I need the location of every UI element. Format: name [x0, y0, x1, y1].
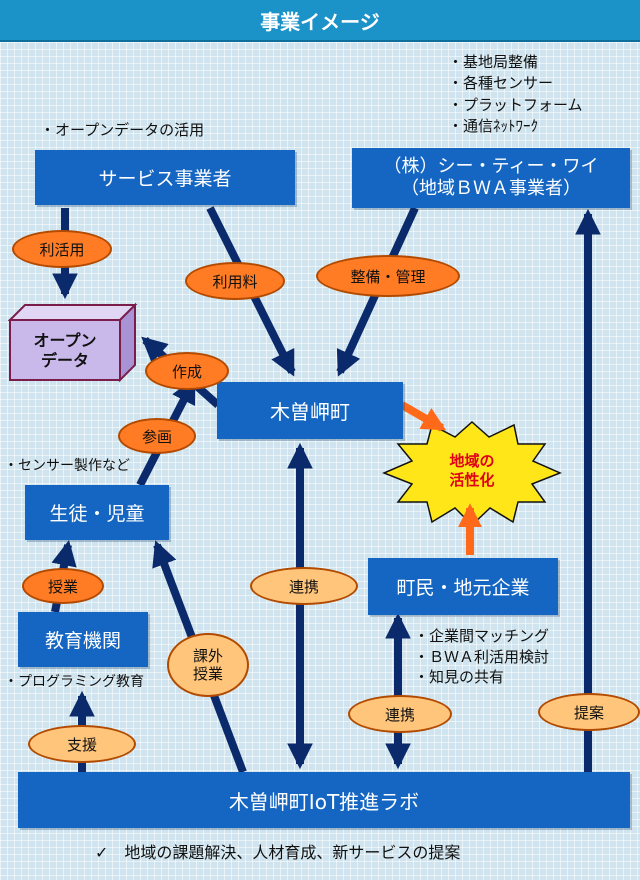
town-label: 木曽岬町: [270, 400, 350, 424]
service-provider-label: サービス事業者: [98, 168, 232, 190]
residents-box: 町民・地元企業: [368, 558, 558, 615]
revitalization-label: 地域の 活性化: [422, 452, 522, 490]
arrow-town-to-revitalization: [400, 401, 447, 432]
oval-extracurricular-line2: 授業: [192, 665, 223, 683]
cty-feature-item: ・プラットフォーム: [448, 95, 583, 114]
oval-usage-fee: 利用料: [185, 262, 285, 300]
programming-note: ・プログラミング教育: [4, 674, 144, 690]
open-data-label: オープン データ: [10, 322, 120, 380]
students-label: 生徒・児童: [49, 503, 145, 525]
iot-lab-label: 木曽岬町IoT推進ラボ: [228, 789, 420, 814]
oval-cooperation-right: 連携: [348, 695, 452, 733]
open-data-use-note: ・オープンデータの活用: [40, 121, 205, 139]
iot-lab-box: 木曽岬町IoT推進ラボ: [18, 772, 630, 828]
oval-use: 利活用: [12, 230, 112, 268]
revitalization-line2: 活性化: [449, 470, 495, 489]
residents-bullets: ・企業間マッチング ・ＢＷＡ利活用検討 ・知見の共有: [414, 626, 549, 688]
oval-creation: 作成: [145, 352, 229, 390]
cty-label-line1: （株）シー・ティー・ワイ: [383, 156, 599, 178]
cty-feature-item: ・各種センサー: [448, 74, 554, 93]
open-data-cube: [7, 302, 138, 383]
oval-maintenance: 整備・管理: [316, 255, 460, 297]
residents-bullet-item: ・ＢＷＡ利活用検討: [414, 647, 550, 666]
sensor-making-note: ・センサー製作など: [4, 458, 130, 474]
oval-extracurricular-line1: 課外: [192, 647, 223, 665]
oval-classes: 授業: [22, 568, 104, 604]
cty-feature-item: ・通信ﾈｯﾄﾜｰｸ: [448, 116, 539, 135]
cty-box: （株）シー・ティー・ワイ （地域ＢＷＡ事業者）: [352, 148, 630, 208]
town-box: 木曽岬町: [217, 382, 403, 439]
education-box: 教育機関: [18, 612, 148, 667]
residents-bullet-item: ・知見の共有: [414, 668, 505, 687]
service-provider-box: サービス事業者: [35, 150, 295, 205]
open-data-label-line1: オープン: [33, 331, 97, 350]
revitalization-line1: 地域の: [449, 452, 495, 470]
residents-bullet-item: ・企業間マッチング: [414, 627, 550, 645]
oval-proposal: 提案: [538, 693, 640, 731]
oval-cooperation-center: 連携: [250, 567, 358, 605]
oval-extracurricular: 課外 授業: [167, 633, 249, 697]
oval-support: 支援: [28, 725, 136, 763]
header-title: 事業イメージ: [0, 0, 640, 42]
education-label: 教育機関: [44, 630, 121, 652]
residents-label: 町民・地元企業: [396, 577, 530, 599]
footer-summary: ✓ 地域の課題解決、人材育成、新サービスの提案: [95, 843, 461, 862]
oval-participation: 参画: [118, 418, 196, 454]
cty-feature-item: ・基地局整備: [448, 53, 539, 71]
cty-features-list: ・基地局整備 ・各種センサー ・プラットフォーム ・通信ﾈｯﾄﾜｰｸ: [448, 52, 583, 137]
students-box: 生徒・児童: [25, 485, 169, 540]
cty-label-line2: （地域ＢＷＡ事業者）: [401, 178, 581, 199]
open-data-label-line2: データ: [40, 351, 89, 370]
